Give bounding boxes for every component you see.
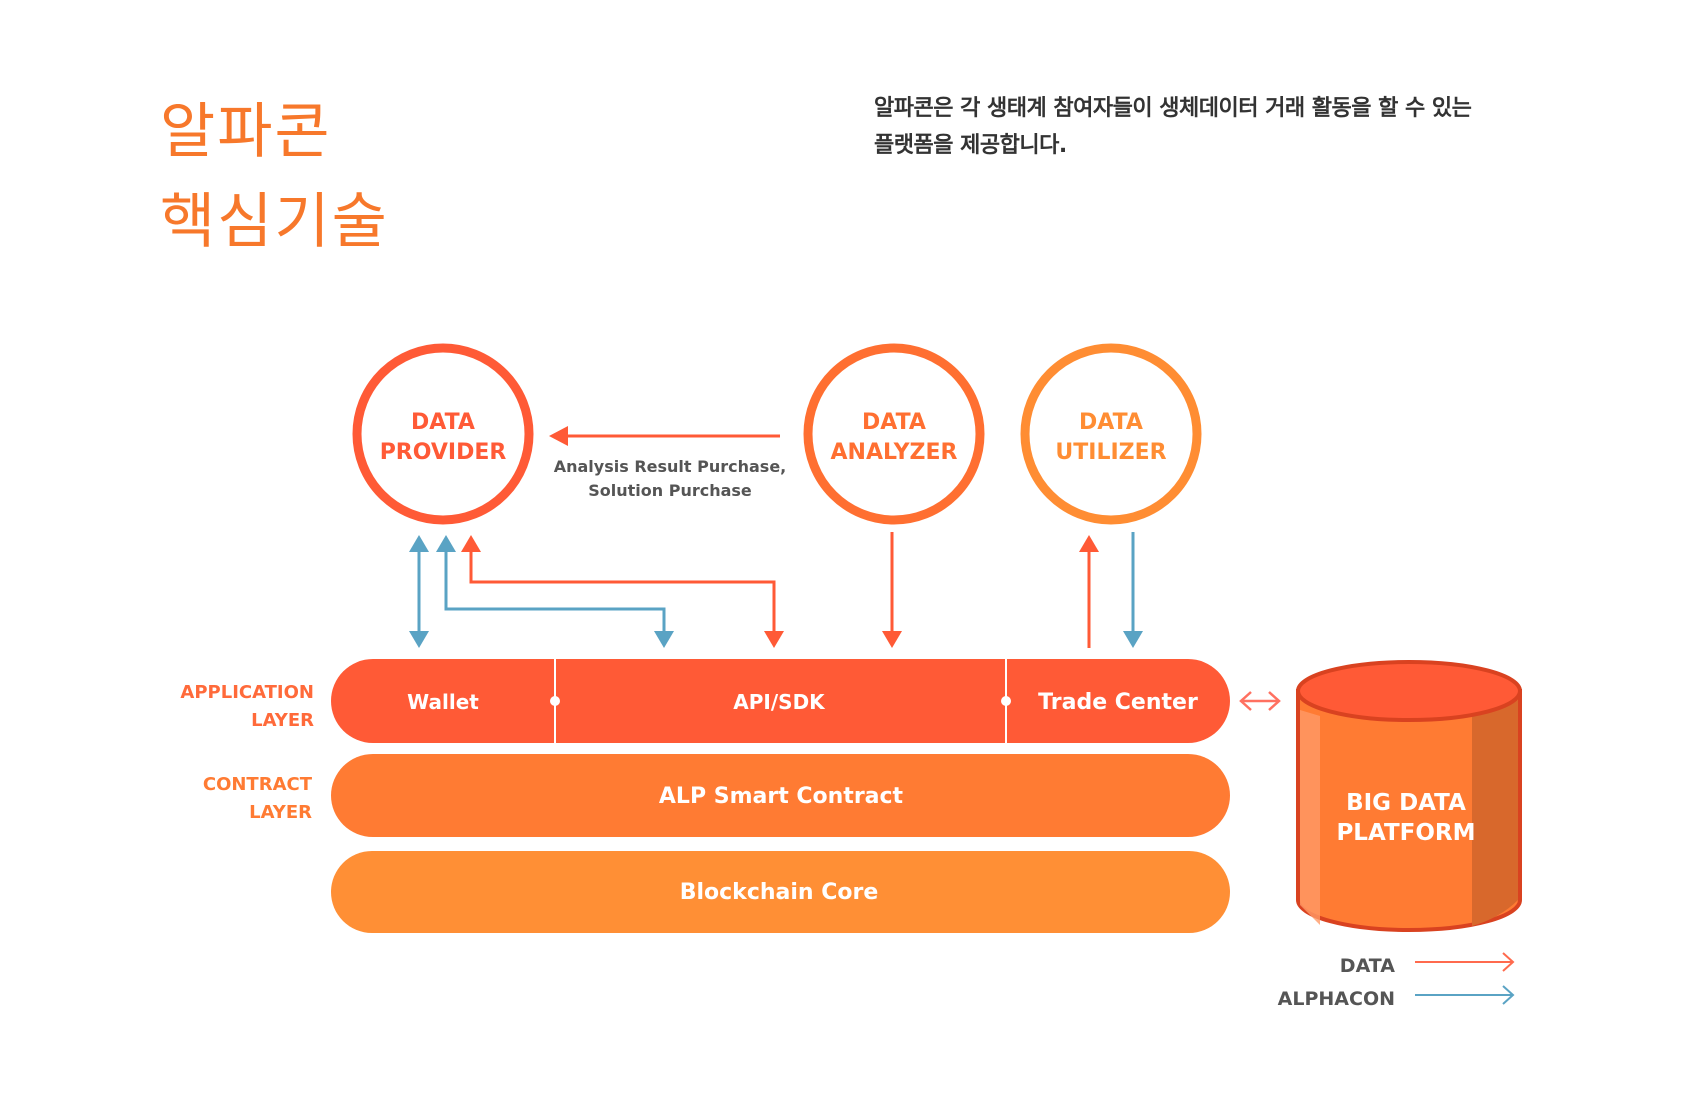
data-arrow-analyzer-api xyxy=(882,532,902,648)
actor-data-utilizer: DATA UTILIZER xyxy=(1020,343,1202,525)
arrow-down-icon xyxy=(409,631,429,648)
alphacon-arrow-utilizer-trade xyxy=(1123,532,1143,648)
application-layer-label-line2: LAYER xyxy=(251,710,314,731)
alphacon-arrow-provider-wallet xyxy=(409,535,429,648)
smart-contract-label: ALP Smart Contract xyxy=(659,784,904,809)
segment-trade-center: Trade Center xyxy=(1038,690,1198,715)
cylinder-top xyxy=(1296,660,1522,722)
actor-data-analyzer: DATA ANALYZER xyxy=(803,343,985,525)
contract-layer-shape xyxy=(331,754,1230,837)
double-arrow-icon xyxy=(1239,691,1281,711)
legend-data-label: DATA xyxy=(1340,955,1395,977)
arrow-up-icon xyxy=(436,535,456,552)
purchase-caption-line1: Analysis Result Purchase, xyxy=(554,457,787,476)
segment-wallet: Wallet xyxy=(407,690,479,714)
utilizer-label-line2: UTILIZER xyxy=(1055,440,1166,465)
arrow-down-icon xyxy=(882,631,902,648)
big-data-platform: BIG DATA PLATFORM xyxy=(1296,660,1522,932)
utilizer-circle xyxy=(1020,343,1202,525)
divider-dot xyxy=(550,696,560,706)
cylinder-highlight xyxy=(1300,710,1320,925)
contract-layer-label-line1: CONTRACT xyxy=(203,774,313,795)
description-line2: 플랫폼을 제공합니다. xyxy=(874,133,1067,158)
application-layer-bar: Wallet API/SDK Trade Center xyxy=(331,659,1230,743)
purchase-caption-line2: Solution Purchase xyxy=(588,481,752,500)
purchase-flow-arrow xyxy=(549,426,780,446)
arrow-down-icon xyxy=(1123,631,1143,648)
description-line1: 알파콘은 각 생태계 참여자들이 생체데이터 거래 활동을 할 수 있는 xyxy=(874,96,1472,121)
provider-label-line1: DATA xyxy=(411,410,475,435)
contract-layer-bar: ALP Smart Contract xyxy=(331,754,1230,837)
core-layer-bar: Blockchain Core xyxy=(331,851,1230,933)
arrow-up-icon xyxy=(1079,535,1099,552)
segment-api-sdk: API/SDK xyxy=(733,690,826,714)
arrow-left-icon xyxy=(549,426,568,446)
analyzer-label-line2: ANALYZER xyxy=(831,440,958,465)
arrow-up-icon xyxy=(461,535,481,552)
analyzer-label-line1: DATA xyxy=(862,410,926,435)
actor-data-provider: DATA PROVIDER xyxy=(352,343,534,525)
provider-label-line2: PROVIDER xyxy=(380,440,507,465)
provider-circle xyxy=(352,343,534,525)
arrow-up-icon xyxy=(409,535,429,552)
data-arrow-provider-api xyxy=(461,535,784,648)
divider-dot xyxy=(1001,696,1011,706)
analyzer-circle xyxy=(803,343,985,525)
contract-layer-label-line2: LAYER xyxy=(249,802,312,823)
core-layer-shape xyxy=(331,851,1230,933)
arrow-down-icon xyxy=(654,631,674,648)
utilizer-label-line1: DATA xyxy=(1079,410,1143,435)
cylinder-shade xyxy=(1472,700,1518,926)
legend: DATA ALPHACON xyxy=(1278,952,1515,1010)
page-title-line1: 알파콘 xyxy=(160,97,332,167)
data-arrow-trade-utilizer xyxy=(1079,535,1099,648)
blockchain-core-label: Blockchain Core xyxy=(680,880,879,905)
arrow-right-icon xyxy=(1502,985,1515,1005)
legend-alphacon-label: ALPHACON xyxy=(1278,988,1395,1010)
big-data-label-line2: PLATFORM xyxy=(1336,820,1475,846)
arrow-right-icon xyxy=(1502,952,1515,972)
page-description: 알파콘은 각 생태계 참여자들이 생체데이터 거래 활동을 할 수 있는 플랫폼… xyxy=(874,90,1574,164)
arrow-down-icon xyxy=(764,631,784,648)
big-data-label-line1: BIG DATA xyxy=(1346,790,1466,816)
application-layer-label-line1: APPLICATION xyxy=(180,682,314,703)
page-title-line2: 핵심기술 xyxy=(160,187,389,257)
alphacon-arrow-provider-api xyxy=(436,535,674,648)
